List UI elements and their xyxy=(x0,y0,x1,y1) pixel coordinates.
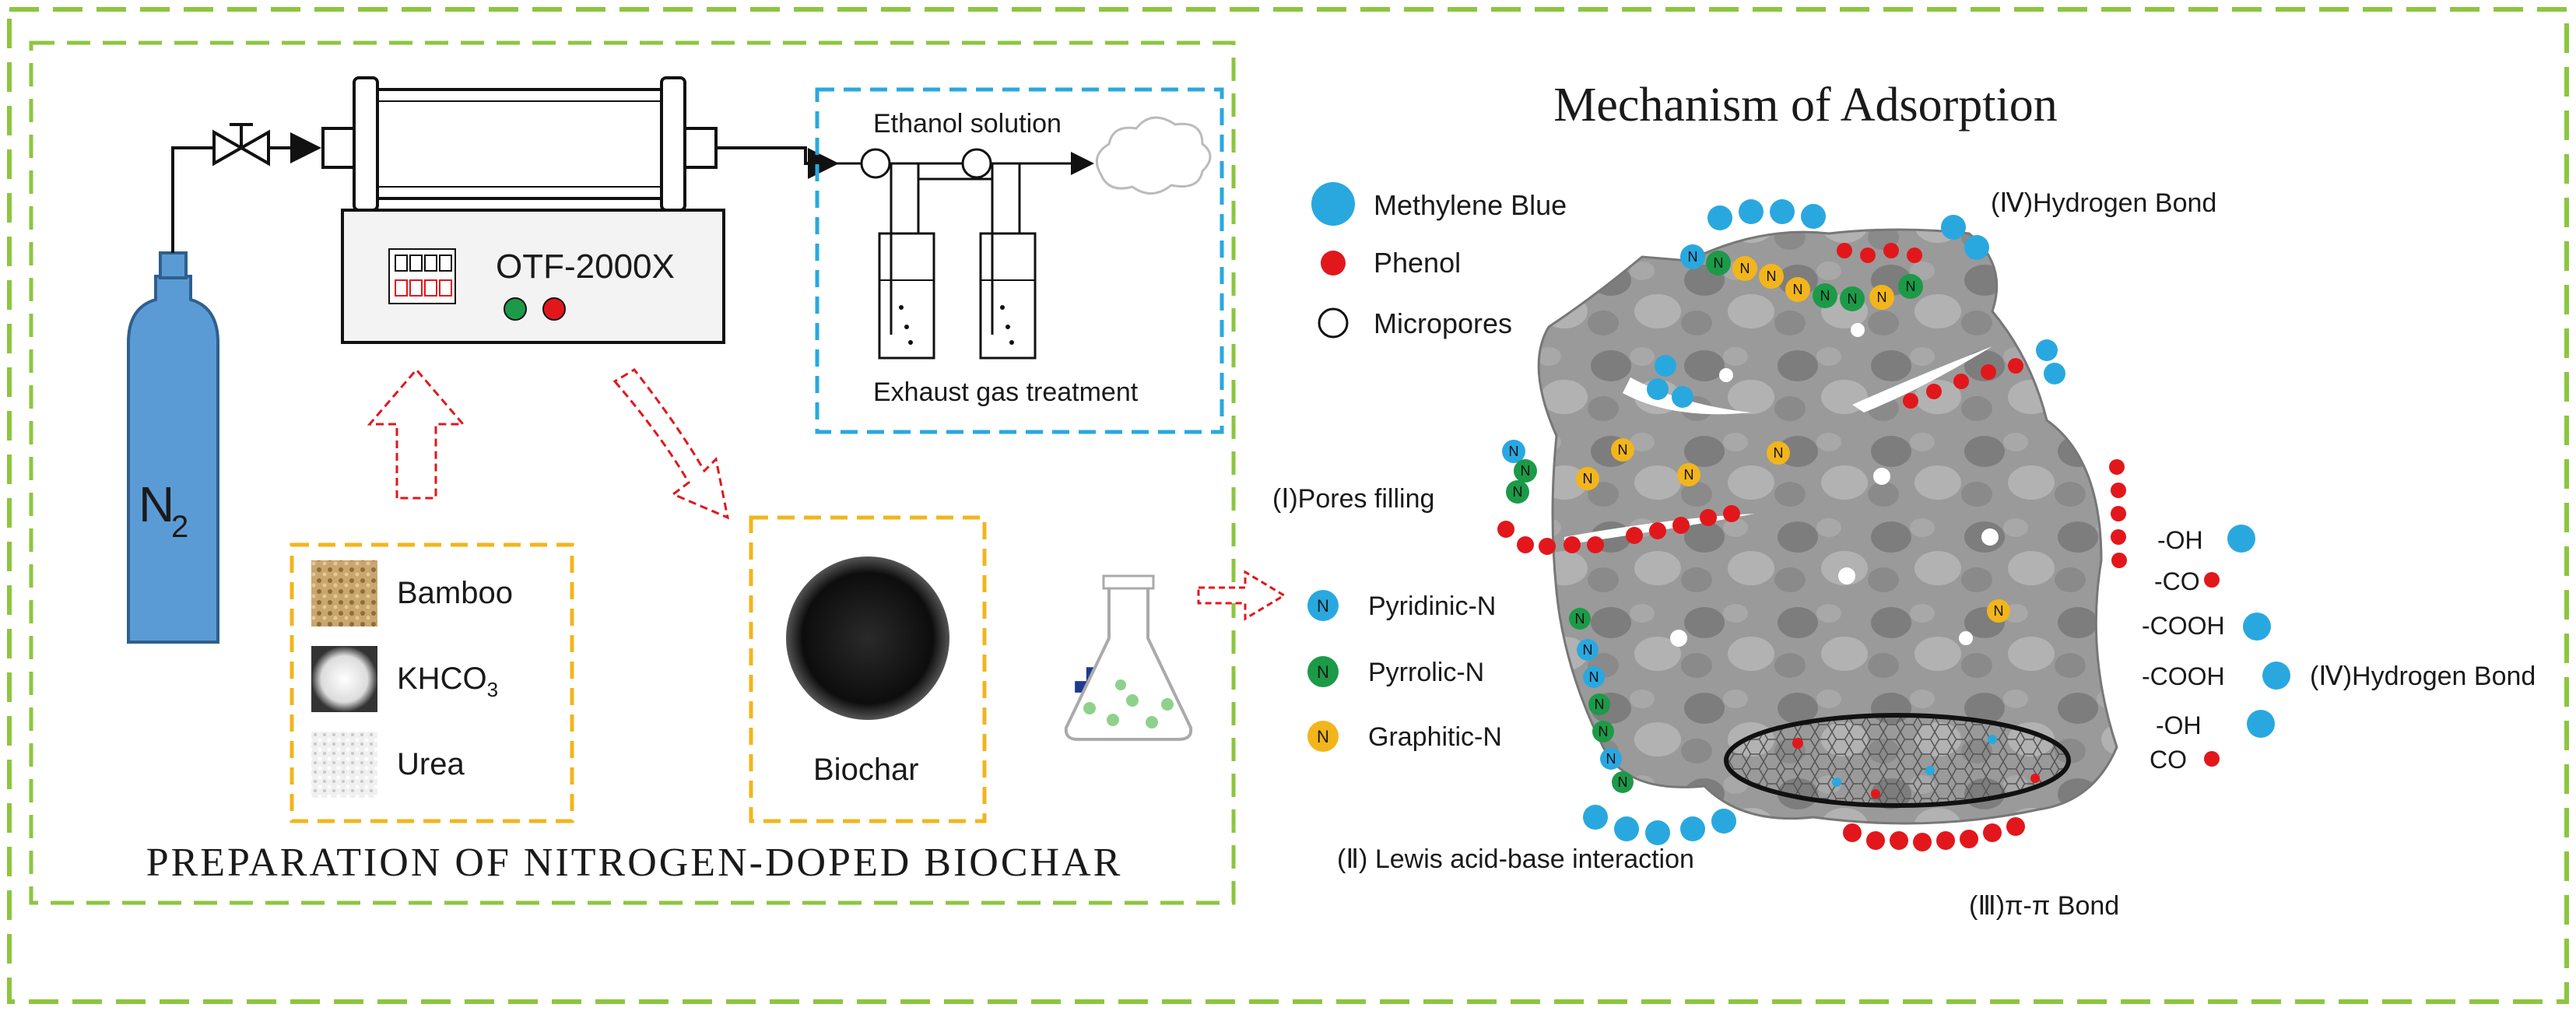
svg-text:N: N xyxy=(1509,444,1519,459)
valve-icon xyxy=(212,123,270,167)
svg-text:N: N xyxy=(1606,751,1616,767)
pyridinic-n-icon: N xyxy=(1307,590,1339,621)
exhaust-box xyxy=(815,87,1224,434)
svg-text:N: N xyxy=(1774,445,1784,461)
svg-text:N: N xyxy=(1684,467,1694,483)
graphene-layer xyxy=(1724,713,2071,808)
group-oh-1: -OH xyxy=(2157,526,2203,554)
legend-micropores: Micropores xyxy=(1374,307,1512,339)
material-bamboo: Bamboo xyxy=(397,576,513,610)
micropores xyxy=(1670,323,1999,647)
svg-text:N: N xyxy=(1906,279,1916,294)
label-graphitic-n: Graphitic-N xyxy=(1368,722,1502,752)
curved-arrow-icon xyxy=(612,368,730,520)
phenol-icon xyxy=(1321,251,1346,276)
right-arrow-icon xyxy=(1197,570,1286,621)
material-urea: Urea xyxy=(397,747,465,781)
graphitic-n-icon: N xyxy=(1307,721,1339,752)
gas-washing-bottles xyxy=(833,148,1094,360)
svg-text:N: N xyxy=(1583,471,1593,486)
up-arrow-icon xyxy=(367,367,466,500)
svg-text:N: N xyxy=(1317,596,1329,616)
gas-line xyxy=(171,146,214,253)
svg-text:N: N xyxy=(1595,697,1605,712)
urea-image xyxy=(311,732,377,798)
cloud-icon xyxy=(1095,116,1212,195)
materials-box xyxy=(290,542,574,823)
label-hbond-right: (Ⅳ)Hydrogen Bond xyxy=(2310,662,2536,691)
biochar-box xyxy=(749,515,987,823)
svg-text:N: N xyxy=(1599,724,1609,739)
svg-text:N: N xyxy=(1820,288,1830,304)
svg-text:N: N xyxy=(1317,727,1329,746)
svg-text:N: N xyxy=(1848,291,1858,307)
group-co-1: -CO xyxy=(2154,567,2200,595)
ethanol-label: Ethanol solution xyxy=(873,109,1062,139)
display-panel xyxy=(388,248,456,304)
exhaust-label: Exhaust gas treatment xyxy=(873,377,1139,407)
right-panel-title: Mechanism of Adsorption xyxy=(1553,79,2058,132)
khco3-image xyxy=(311,646,377,712)
material-khco3: KHCO3 xyxy=(397,662,498,701)
micropore-icon xyxy=(1318,307,1349,339)
legend-methylene-blue: Methylene Blue xyxy=(1374,189,1567,221)
label-pyrrolic-n: Pyrrolic-N xyxy=(1368,658,1484,687)
svg-text:N: N xyxy=(1793,282,1803,297)
label-pores-filling: (Ⅰ)Pores filling xyxy=(1272,484,1434,514)
pore-slit xyxy=(1623,377,1751,415)
left-panel-title: PREPARATION OF NITROGEN-DOPED BIOCHAR xyxy=(146,841,1123,885)
green-indicator xyxy=(504,297,527,321)
svg-text:N: N xyxy=(1513,484,1523,500)
group-cooh-2: -COOH xyxy=(2142,662,2225,690)
svg-text:N: N xyxy=(1589,669,1599,685)
svg-text:N: N xyxy=(1317,662,1329,682)
svg-text:N: N xyxy=(1714,255,1724,271)
svg-text:N: N xyxy=(1767,269,1777,284)
pore-slit xyxy=(1852,346,1992,412)
biochar-label: Biochar xyxy=(813,753,919,787)
label-lewis: (Ⅱ) Lewis acid-base interaction xyxy=(1337,844,1694,874)
svg-text:N: N xyxy=(1575,611,1585,627)
svg-text:N: N xyxy=(1618,442,1628,458)
svg-text:N: N xyxy=(1994,603,2004,619)
svg-text:N: N xyxy=(1583,642,1593,658)
methylene-blue-icon xyxy=(1311,182,1355,226)
furnace-model: OTF-2000X xyxy=(496,247,675,286)
svg-text:N: N xyxy=(1877,290,1887,305)
group-co-2: CO xyxy=(2150,746,2187,774)
red-indicator xyxy=(542,297,566,321)
svg-text:N: N xyxy=(1521,463,1531,479)
label-pyridinic-n: Pyridinic-N xyxy=(1368,592,1496,621)
outer-frame xyxy=(7,7,2569,1004)
legend-phenol: Phenol xyxy=(1374,247,1461,279)
biochar-image xyxy=(786,556,949,720)
phenol-adsorbed xyxy=(1497,243,2220,851)
svg-text:N: N xyxy=(1740,261,1750,276)
svg-text:N: N xyxy=(1618,774,1628,790)
label-pi-bond: (Ⅲ)π-π Bond xyxy=(1969,891,2119,921)
methylene-blue-adsorbed xyxy=(1583,199,2290,845)
group-oh-2: -OH xyxy=(2156,711,2202,739)
group-cooh-1: -COOH xyxy=(2142,612,2225,640)
flask-icon xyxy=(1064,574,1193,741)
svg-text:N: N xyxy=(1688,249,1698,265)
left-panel-frame xyxy=(29,40,1236,905)
bamboo-image xyxy=(311,560,377,627)
n2-cylinder: N 2 xyxy=(127,251,219,644)
n-dopant-atoms: N N N N N N N N N N N N N N N N N N N N … xyxy=(1502,244,2010,793)
khco3-subscript: 3 xyxy=(487,678,498,701)
tube-furnace: OTF-2000X xyxy=(321,76,725,344)
label-hbond-top: (Ⅳ)Hydrogen Bond xyxy=(1991,188,2216,218)
pyrrolic-n-icon: N xyxy=(1307,656,1339,687)
n2-label: N xyxy=(139,476,174,532)
biochar-surface xyxy=(1537,228,2118,825)
graphene-dopants xyxy=(1792,735,2040,799)
n2-subscript: 2 xyxy=(171,510,188,544)
